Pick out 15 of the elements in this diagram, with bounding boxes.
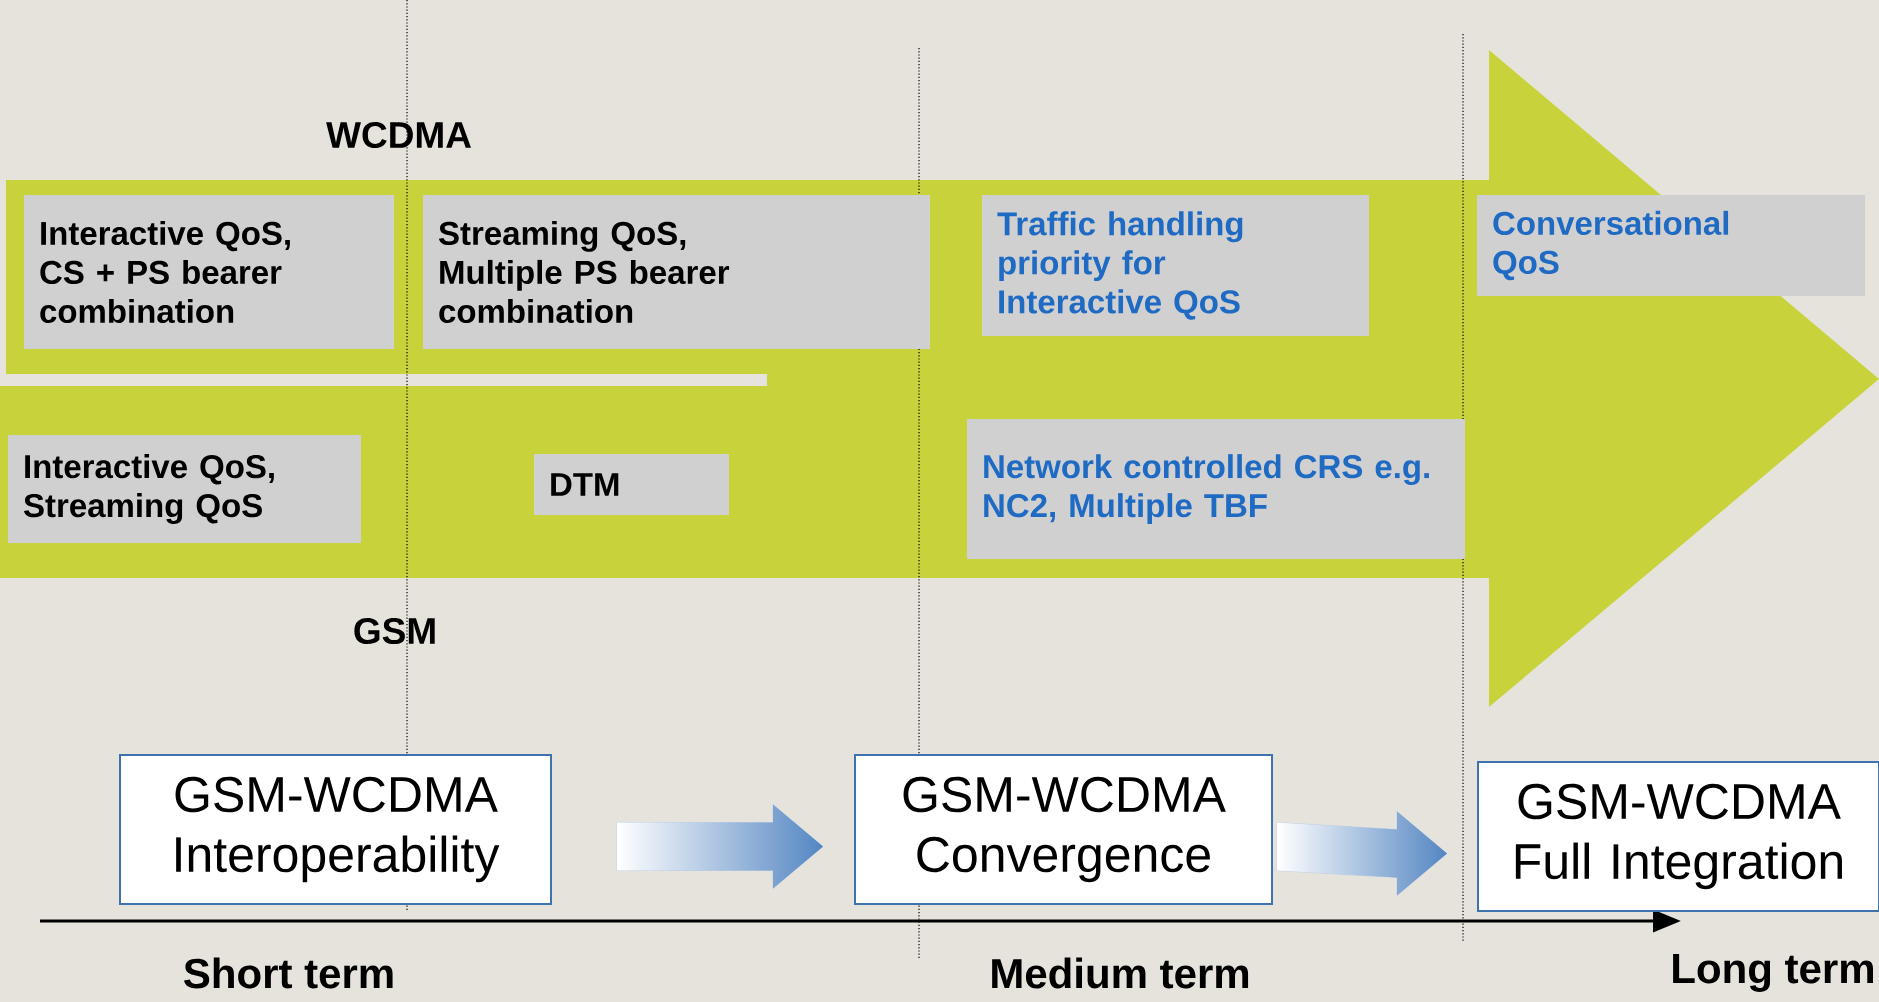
text-box: Streaming QoS, Multiple PS bearer combination — [423, 195, 930, 349]
technology-label: GSM — [354, 617, 435, 645]
text-box: DTM — [534, 454, 729, 515]
stage-box: GSM-WCDMA Full Integration — [1477, 761, 1879, 912]
technology-label: WCDMA — [326, 121, 471, 149]
text-box: Interactive QoS, Streaming QoS — [8, 435, 361, 543]
text-box: Conversational QoS — [1477, 195, 1865, 296]
text-box: Interactive QoS, CS + PS bearer combination — [24, 195, 394, 349]
timeline-label: Medium term — [992, 957, 1249, 989]
timeline-label: Long term — [1673, 954, 1873, 992]
timeline-label: Short term — [184, 957, 393, 989]
stage-box: GSM-WCDMA Interoperability — [119, 754, 552, 905]
text-box: Network controlled CRS e.g. NC2, Multiple TBF — [967, 419, 1465, 559]
stage-box: GSM-WCDMA Convergence — [854, 754, 1273, 905]
text-box: Traffic handling priority for Interactive QoS — [982, 195, 1369, 336]
